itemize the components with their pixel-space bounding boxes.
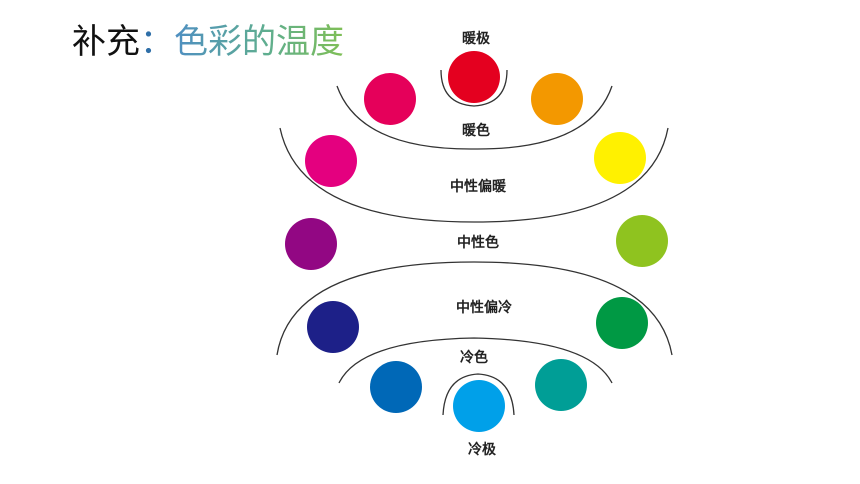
- warm-pole-arc: [440, 69, 508, 107]
- warm-pole-label: 暖极: [462, 30, 491, 47]
- cool-pole-cyan-swatch: [453, 380, 505, 432]
- title-topic: 色彩的温度: [174, 22, 344, 62]
- cool-zone-arc: [338, 337, 613, 384]
- cool-pole-arc: [442, 373, 515, 416]
- cool-teal-swatch: [535, 359, 587, 411]
- warm-zone-arc: [336, 85, 613, 150]
- neutral-cool-green-swatch: [596, 297, 648, 349]
- cool-pole-label: 冷极: [468, 441, 497, 458]
- title-colon: ：: [140, 22, 174, 62]
- cool-label: 冷色: [460, 349, 488, 366]
- warm-label: 暖色: [462, 122, 490, 139]
- cool-blue-swatch: [370, 361, 422, 413]
- warm-pole-red-swatch: [448, 51, 500, 103]
- page-title: 补充：色彩的温度: [72, 22, 344, 62]
- warm-orange-swatch: [531, 73, 583, 125]
- neutral-label: 中性色: [457, 234, 499, 251]
- title-prefix: 补充: [72, 22, 140, 62]
- neutral-cool-navy-swatch: [307, 301, 359, 353]
- neutral-cool-label: 中性偏冷: [456, 299, 512, 316]
- neutral-cool-arc: [276, 261, 673, 356]
- neutral-yellowgreen-swatch: [616, 215, 668, 267]
- neutral-warm-yellow-swatch: [594, 132, 646, 184]
- neutral-purple-swatch: [285, 218, 337, 270]
- neutral-warm-arc: [279, 127, 669, 223]
- neutral-warm-label: 中性偏暖: [450, 178, 507, 195]
- warm-crimson-swatch: [364, 73, 416, 125]
- neutral-warm-magenta-swatch: [305, 135, 357, 187]
